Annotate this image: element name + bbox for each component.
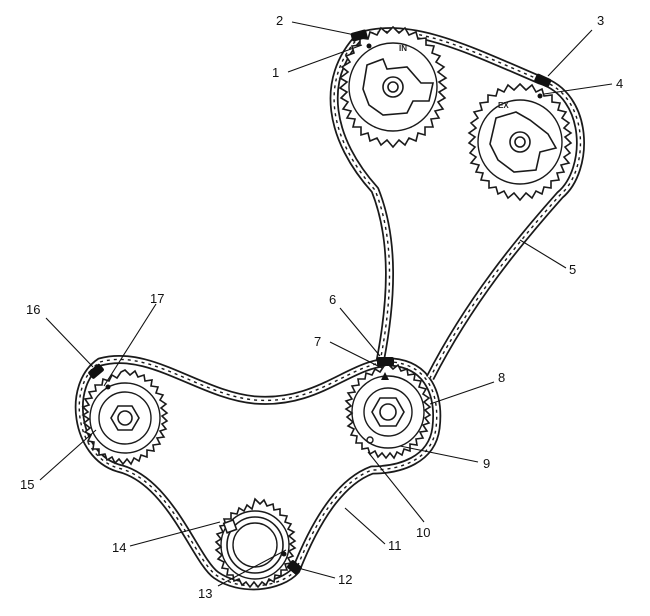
intake-plated-link — [350, 29, 368, 42]
callout-labels: 1 2 3 4 5 6 7 8 9 10 11 12 13 14 15 16 1… — [20, 13, 623, 601]
callout-3: 3 — [597, 13, 604, 28]
callout-16: 16 — [26, 302, 40, 317]
callout-1: 1 — [272, 65, 279, 80]
exhaust-plated-link — [534, 73, 552, 88]
left-timing-dot — [105, 384, 111, 390]
leader-lines — [39, 21, 613, 587]
left-idler-sprocket — [81, 369, 169, 466]
exhaust-stamp: EX — [498, 101, 509, 110]
primary-timing-chain — [74, 354, 442, 591]
crank-plated-link — [287, 560, 302, 575]
timing-marks — [88, 29, 552, 575]
intake-timing-dot — [366, 43, 372, 49]
crankshaft-key — [222, 518, 238, 534]
intake-camshaft-sprocket: IN — [338, 25, 448, 149]
intermediate-sprocket — [344, 363, 432, 460]
callout-17: 17 — [150, 291, 164, 306]
exhaust-timing-dot — [537, 93, 543, 99]
callout-15: 15 — [20, 477, 34, 492]
intermediate-plated-link — [377, 357, 394, 366]
callout-11: 11 — [388, 538, 402, 553]
callout-4: 4 — [616, 76, 623, 91]
callout-14: 14 — [112, 540, 126, 555]
callout-10: 10 — [416, 525, 430, 540]
callout-5: 5 — [569, 262, 576, 277]
left-plated-link — [88, 363, 104, 379]
intake-stamp: IN — [399, 44, 407, 53]
intermediate-timing-triangle — [381, 372, 389, 380]
callout-9: 9 — [483, 456, 490, 471]
callout-6: 6 — [329, 292, 336, 307]
callout-12: 12 — [338, 572, 352, 587]
callout-8: 8 — [498, 370, 505, 385]
exhaust-camshaft-sprocket: EX — [467, 82, 573, 202]
crankshaft-sprocket — [214, 497, 297, 589]
callout-13: 13 — [198, 586, 212, 601]
secondary-timing-chain — [329, 27, 585, 381]
callout-7: 7 — [314, 334, 321, 349]
callout-2: 2 — [276, 13, 283, 28]
crank-timing-dot — [281, 551, 287, 557]
